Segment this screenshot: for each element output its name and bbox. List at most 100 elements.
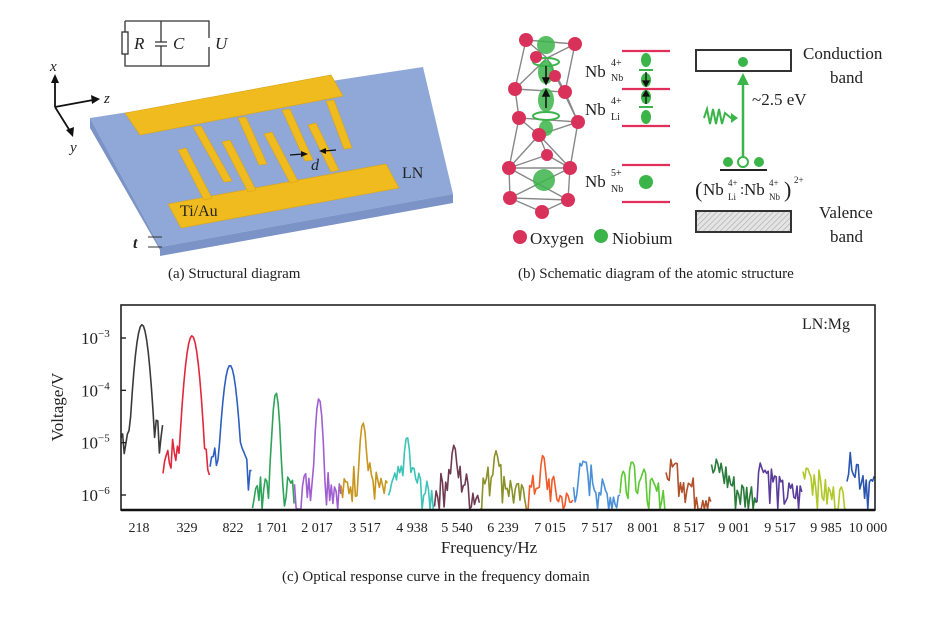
electrode-label: Ti/Au [180,203,218,220]
series-line-13 [665,458,712,510]
svg-text:4+: 4+ [611,96,622,107]
gap-arrows-icon [289,148,337,157]
y-tick-label: 10−3 [81,328,110,348]
svg-text:4+: 4+ [728,178,738,188]
x-tick-label: 822 [223,521,244,536]
y-axis-label: y [68,140,77,156]
panel-b-caption: (b) Schematic diagram of the atomic stru… [518,266,794,282]
frequency-response-chart: 10−3 10−4 10−5 10−6 218 329 822 1 701 2 017 3 51… [48,304,888,557]
oxygen-legend-label: Oxygen [530,229,584,248]
series-line-17 [846,451,875,510]
series-line-6 [340,422,389,503]
series-line-7 [387,437,435,510]
x-axis-title: Frequency/Hz [441,538,538,557]
series-line-14 [710,458,758,510]
level-label-nb4-li: Nb 4+ Li [585,96,622,123]
x-tick-label: 2 017 [301,521,333,536]
valence-band-label-2: band [830,227,864,246]
series-line-10 [526,454,574,510]
svg-text:Nb: Nb [585,100,606,119]
series-layer [120,323,875,510]
x-tick-label: 8 517 [673,521,705,536]
x-tick-label: 1 701 [256,521,288,536]
x-tick-label: 7 015 [534,521,566,536]
series-line-9 [480,450,528,510]
svg-text:Nb: Nb [744,180,765,199]
x-tick-label: 10 000 [849,521,888,536]
valence-band-label-1: Valence [819,203,873,222]
niobium-legend-label: Niobium [612,229,672,248]
series-line-11 [572,460,621,510]
resistor-label: R [133,34,145,53]
y-axis-title: Voltage/V [48,372,67,441]
svg-text:Nb: Nb [611,73,623,84]
z-axis-label: z [103,91,110,107]
x-tick-label: 9 001 [718,521,750,536]
series-line-1 [120,323,164,455]
capacitor-label: C [173,34,185,53]
svg-text:2+: 2+ [794,175,804,185]
panel-a-structural-diagram: R C U x z y [0,0,470,310]
x-tick-label: 218 [129,521,150,536]
capacitor-icon [155,41,167,47]
excitation-arrow-icon [737,73,749,157]
series-line-4 [251,392,295,510]
svg-text:Nb: Nb [585,62,606,81]
x-axis-label: x [49,59,57,75]
panel-c-caption: (c) Optical response curve in the freque… [282,569,590,585]
y-tick-label: 10−4 [81,380,110,400]
y-tick-label: 10−6 [81,485,110,505]
gap-label: d [311,157,320,174]
svg-text:Li: Li [611,112,620,123]
coordinate-axes-icon [51,74,100,137]
photon-wave-icon [703,105,738,125]
panel-c-optical-response: 10−3 10−4 10−5 10−6 218 329 822 1 701 2 017 3 51… [0,295,940,621]
svg-text:Nb: Nb [769,192,780,202]
x-tick-label: 3 517 [349,521,381,536]
interdigitated-electrodes [124,74,400,229]
y-ticks: 10−3 10−4 10−5 10−6 [81,328,126,505]
x-tick-label: 9 985 [810,521,842,536]
bipolaron-electrons-icon [720,156,767,171]
equivalent-circuit [121,20,210,67]
substrate-label: LN [402,165,424,182]
x-tick-label: 6 239 [487,521,519,536]
svg-text:(: ( [695,177,702,202]
series-line-15 [756,462,803,510]
series-line-16 [802,467,847,510]
spin-arrows-icon [641,72,651,104]
thickness-label: t [133,235,138,252]
x-tick-label: 5 540 [441,521,473,536]
niobium-legend-icon [594,229,608,243]
chart-annotation: LN:Mg [802,316,850,333]
x-tick-label: 329 [177,521,198,536]
orbital-icons [639,53,653,189]
svg-text:): ) [784,177,791,202]
svg-text:Nb: Nb [585,172,606,191]
series-line-3 [209,365,252,491]
atomic-structure-svg: Nb 4+ Nb Nb 4+ Li Nb 5+ Nb [502,33,883,248]
plot-frame [120,304,876,511]
level-label-nb5-nb: Nb 5+ Nb [585,168,623,195]
svg-text:5+: 5+ [611,168,622,179]
svg-text:4+: 4+ [769,178,779,188]
bipolaron-label: ( Nb 4+ Li : Nb 4+ Nb ) 2+ [695,175,804,202]
resistor-icon [121,31,129,55]
svg-text:Li: Li [728,192,736,202]
level-label-nb4-nb: Nb 4+ Nb [585,58,623,84]
series-line-5 [293,398,342,510]
oxygen-legend-icon [513,230,527,244]
svg-text:Nb: Nb [611,184,623,195]
x-tick-label: 7 517 [581,521,613,536]
voltage-label: U [215,34,229,53]
valence-band-box [695,210,792,233]
conduction-band-label-2: band [830,68,864,87]
series-line-2 [162,335,211,476]
series-line-8 [433,444,481,510]
series-line-12 [619,461,666,510]
conduction-band-label-1: Conduction [803,44,883,63]
svg-text:Nb: Nb [703,180,724,199]
y-tick-label: 10−5 [81,433,110,453]
crystal-lattice [502,33,585,219]
energy-gap-label: ~2.5 eV [752,90,807,109]
